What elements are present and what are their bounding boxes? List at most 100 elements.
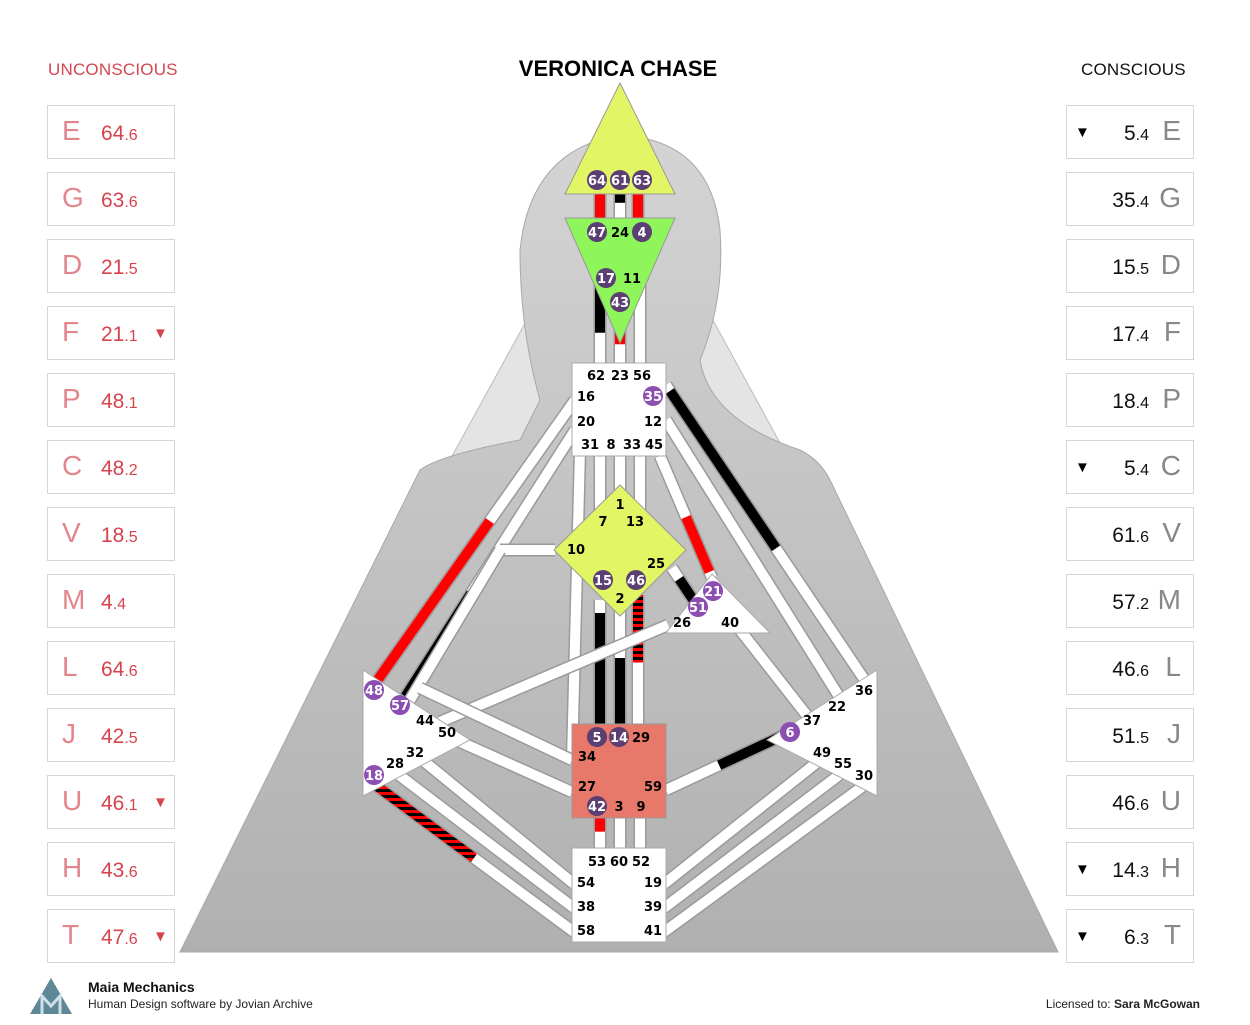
channel-12-22 xyxy=(661,417,845,701)
gate-27: 27 xyxy=(578,780,596,795)
gate-activation-marker xyxy=(703,581,723,601)
ajna-center xyxy=(564,217,676,345)
planet-symbol: L xyxy=(1165,651,1181,682)
channel-28-38 xyxy=(391,768,578,912)
gate-22: 22 xyxy=(828,700,846,715)
gate-10: 10 xyxy=(567,543,585,558)
solar-plexus-center xyxy=(765,669,878,797)
gate-30: 30 xyxy=(855,769,873,784)
gate-63: 63 xyxy=(632,170,652,190)
gate-activation-marker xyxy=(587,170,607,190)
gate-number: 57 xyxy=(391,699,409,714)
gate-number: 37 xyxy=(803,714,821,729)
gate-7: 7 xyxy=(598,515,607,530)
gate-number: 15 xyxy=(594,574,612,589)
brand-subtitle: Human Design software by Jovian Archive xyxy=(88,997,313,1011)
gate-line-value: 48.1 xyxy=(101,390,138,413)
gate-line-value: 42.5 xyxy=(101,725,138,748)
gate-59: 59 xyxy=(644,780,662,795)
gate-line-value: 63.6 xyxy=(101,189,138,212)
gate-activation-marker xyxy=(390,695,410,715)
gate-13: 13 xyxy=(626,515,644,530)
gate-1: 1 xyxy=(615,498,624,513)
gate-line-value: 43.6 xyxy=(101,859,138,882)
planet-symbol: T xyxy=(1163,919,1181,950)
gate-52: 52 xyxy=(632,855,650,870)
license-name: Sara McGowan xyxy=(1113,997,1200,1011)
channel-32-54 xyxy=(416,754,578,888)
gate-38: 38 xyxy=(577,900,595,915)
detriment-arrow-icon: ▼ xyxy=(153,794,168,811)
gate-number: 49 xyxy=(813,746,831,761)
gate-number: 53 xyxy=(588,855,606,870)
gate-39: 39 xyxy=(644,900,662,915)
gate-15: 15 xyxy=(593,570,613,590)
gate-number: 33 xyxy=(623,438,641,453)
gate-activation-marker xyxy=(609,727,629,747)
license-info: Licensed to: Sara McGowan xyxy=(1046,997,1200,1011)
gate-23: 23 xyxy=(611,369,629,384)
planet-symbol: G xyxy=(1159,182,1181,213)
gate-number: 17 xyxy=(597,272,615,287)
channel-34-57 xyxy=(417,683,575,765)
gate-activation-marker xyxy=(364,680,384,700)
gate-line-value: 18.5 xyxy=(101,524,138,547)
gate-43: 43 xyxy=(610,292,630,312)
gate-5: 5 xyxy=(587,727,607,747)
channel-27-50 xyxy=(444,731,575,797)
gate-40: 40 xyxy=(721,616,739,631)
gate-32: 32 xyxy=(406,746,424,761)
gate-51: 51 xyxy=(688,597,708,617)
gate-number: 12 xyxy=(644,415,662,430)
gate-number: 22 xyxy=(828,700,846,715)
gate-12: 12 xyxy=(644,415,662,430)
planet-symbol: E xyxy=(62,115,81,146)
detriment-arrow-icon: ▼ xyxy=(153,928,168,945)
gate-line-value: 61.6 xyxy=(1112,524,1149,547)
gate-number: 18 xyxy=(365,769,383,784)
gate-number: 35 xyxy=(644,390,662,405)
planet-symbol: U xyxy=(62,785,83,816)
gate-activation-marker xyxy=(610,292,630,312)
gate-53: 53 xyxy=(588,855,606,870)
unconscious-planet-P: P 48.1 xyxy=(47,373,175,427)
gate-line-value: 4.4 xyxy=(101,591,127,614)
gate-number: 1 xyxy=(615,498,624,513)
gate-number: 14 xyxy=(610,731,628,746)
channel-45-21-activation xyxy=(681,515,714,574)
maia-logo-icon xyxy=(30,978,72,1014)
spleen-center xyxy=(362,669,471,797)
gate-24: 24 xyxy=(611,226,629,241)
license-label: Licensed to: xyxy=(1045,997,1111,1011)
unconscious-heading: UNCONSCIOUS xyxy=(48,60,178,79)
planet-symbol: P xyxy=(62,383,81,414)
gate-41: 41 xyxy=(644,924,662,939)
gate-line-value: 5.4 xyxy=(1123,122,1149,145)
gate-number: 36 xyxy=(855,684,873,699)
gate-activation-marker xyxy=(780,722,800,742)
gate-number: 30 xyxy=(855,769,873,784)
gate-number: 21 xyxy=(704,585,722,600)
gate-28: 28 xyxy=(386,757,404,772)
gate-activation-marker xyxy=(626,570,646,590)
channel-26-44 xyxy=(438,620,670,727)
gate-number: 2 xyxy=(615,592,624,607)
gate-number: 40 xyxy=(721,616,739,631)
gate-number: 31 xyxy=(581,438,599,453)
